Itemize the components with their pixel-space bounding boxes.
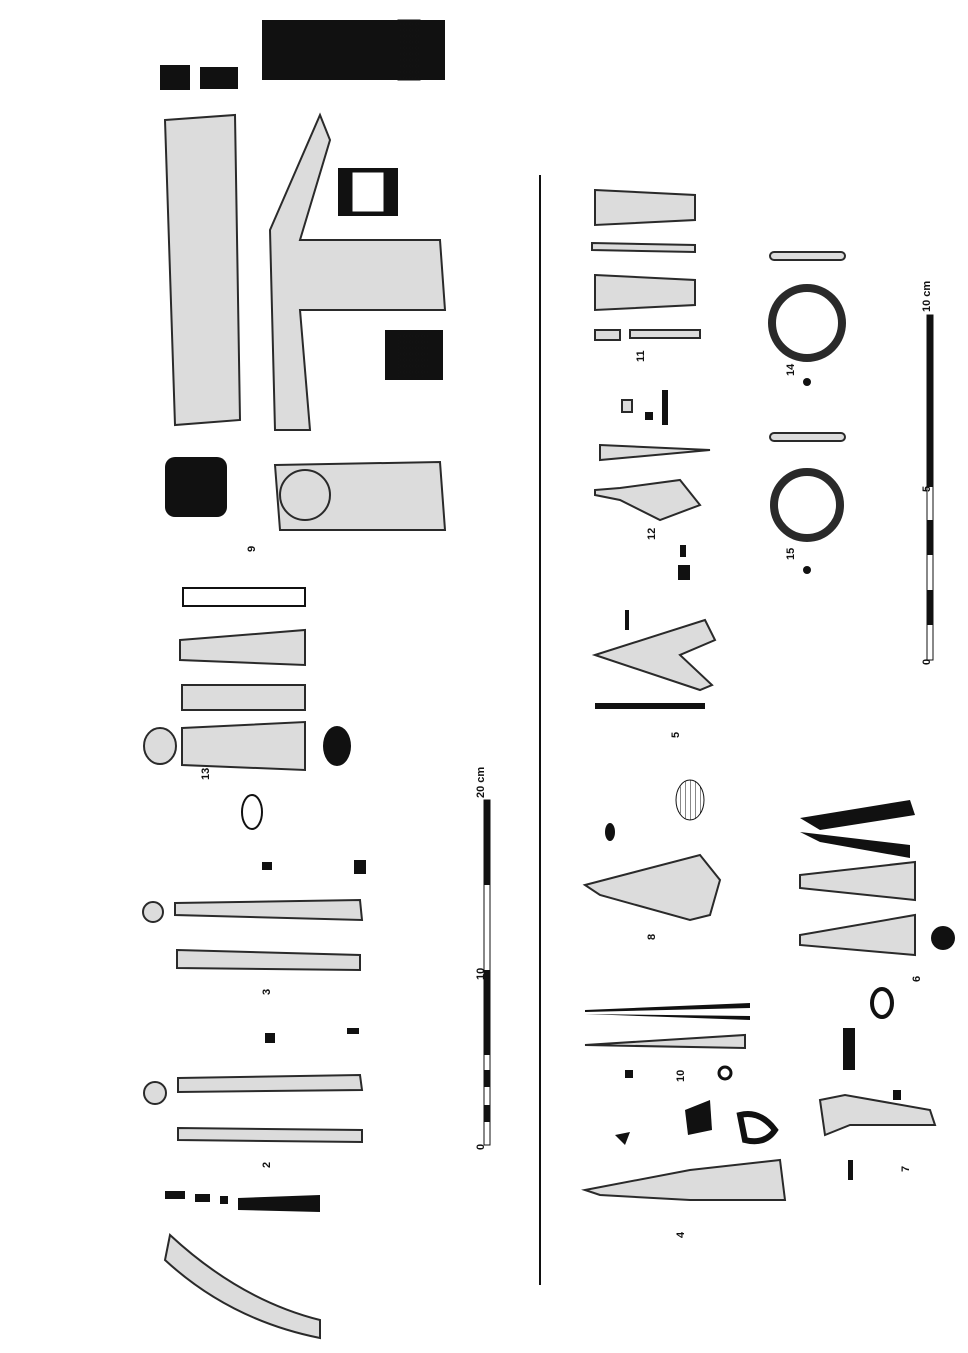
label-10: 10	[675, 1070, 687, 1082]
label-8: 8	[646, 934, 658, 940]
artifact-8: 8	[582, 779, 722, 940]
label-12: 12	[646, 528, 658, 540]
label-6: 6	[911, 976, 923, 982]
artifact-15: 15	[769, 432, 846, 574]
artifact-1	[163, 1191, 321, 1340]
label-13: 13	[200, 768, 212, 780]
scale-left-min: 0	[475, 1144, 487, 1150]
artifact-6: 6	[799, 800, 955, 1019]
scale-right-min: 0	[921, 659, 933, 665]
artifact-13: 13	[143, 587, 351, 830]
label-15: 15	[785, 548, 797, 560]
scale-bar-right: 10 cm 5 0	[921, 281, 934, 665]
scale-left-mid: 10	[475, 968, 487, 980]
artifact-2: 2	[143, 1028, 364, 1168]
artifact-7: 7	[818, 1028, 937, 1180]
label-2: 2	[261, 1162, 273, 1168]
label-5: 5	[670, 732, 682, 738]
scale-right-max: 10 cm	[921, 281, 933, 312]
artifact-4: 4	[581, 1100, 787, 1238]
label-3: 3	[261, 989, 273, 995]
artifact-11: 11	[591, 188, 701, 362]
scale-right-mid: 5	[921, 486, 933, 492]
label-7: 7	[900, 1166, 912, 1172]
label-4: 4	[675, 1231, 687, 1238]
scale-bar-left: 20 cm 10 0	[475, 767, 491, 1150]
artifact-3: 3	[142, 860, 366, 995]
artifact-5: 5	[591, 545, 717, 738]
artifact-9: 9	[160, 19, 447, 552]
label-14: 14	[785, 363, 797, 376]
artifact-10: 10	[584, 1003, 750, 1082]
artifact-14: 14	[768, 251, 846, 386]
scale-left-max: 20 cm	[475, 767, 487, 798]
artifact-12: 12	[594, 390, 711, 540]
label-11: 11	[635, 350, 647, 362]
label-9: 9	[246, 546, 258, 552]
